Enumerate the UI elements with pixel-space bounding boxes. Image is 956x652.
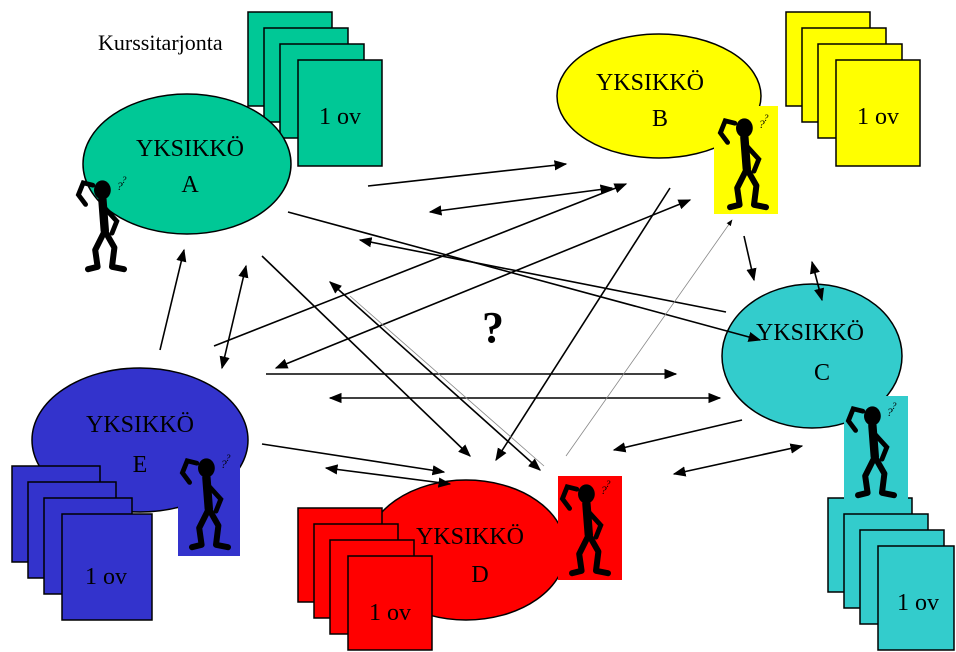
unit-a-ellipse [82, 93, 292, 235]
unit-b-card-stack: 1 ov [785, 11, 921, 167]
page-title: Kurssitarjonta [98, 30, 223, 55]
arrow [329, 281, 541, 471]
arrow [213, 183, 628, 347]
thinking-person-icon [78, 175, 126, 269]
arrow [219, 264, 249, 370]
relation-arrows [159, 160, 825, 488]
unit-c-card-stack: 1 ov [827, 497, 955, 651]
unit-b-letter: B [652, 106, 668, 132]
arrow [349, 295, 545, 467]
unit-e-letter: E [133, 452, 148, 478]
faint-arrows [349, 219, 733, 467]
unit-b-card-label: 1 ov [857, 104, 899, 130]
unit-d-letter: D [471, 562, 488, 588]
unit-d-name: YKSIKKÖ [416, 524, 524, 550]
arrow [287, 211, 762, 342]
unit-e-card-label: 1 ov [85, 564, 127, 590]
arrow [743, 235, 757, 282]
arrow [612, 419, 743, 453]
unit-a-card-label: 1 ov [319, 104, 361, 130]
arrow [324, 464, 452, 488]
arrow [809, 260, 825, 302]
unit-b-name: YKSIKKÖ [596, 70, 704, 96]
arrow [495, 187, 671, 462]
unit-a-card-stack: 1 ov [247, 11, 383, 167]
arrow [672, 443, 804, 477]
arrow [159, 248, 187, 351]
unit-c-letter: C [814, 360, 830, 386]
unit-d-card-stack: 1 ov [297, 507, 433, 651]
arrow [358, 237, 727, 313]
center-question-mark: ? [482, 303, 504, 352]
arrow [565, 219, 733, 457]
unit-a-letter: A [181, 172, 199, 198]
unit-c-name: YKSIKKÖ [756, 320, 864, 346]
unit-e-name: YKSIKKÖ [86, 412, 194, 438]
unit-d-card-label: 1 ov [369, 600, 411, 626]
unit-c-card-label: 1 ov [897, 590, 939, 616]
unit-e-card-stack: 1 ov [11, 465, 153, 621]
arrow [367, 160, 568, 187]
unit-b-ellipse [556, 33, 762, 159]
unit-a-name: YKSIKKÖ [136, 136, 244, 162]
arrow [261, 443, 446, 476]
